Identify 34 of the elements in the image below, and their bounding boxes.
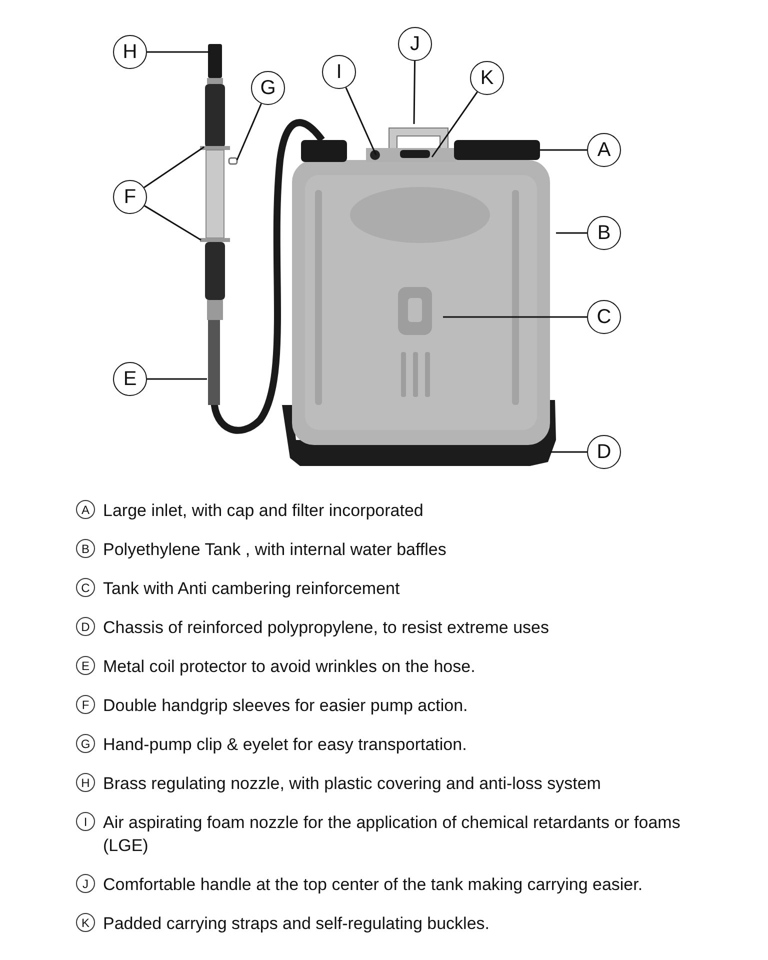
description-text: Large inlet, with cap and filter incorporated [103, 500, 424, 522]
description-text: Brass regulating nozzle, with plastic covering and anti-loss system [103, 773, 601, 795]
callout-letter: A [76, 500, 95, 519]
callout-letter: J [76, 874, 95, 893]
callout-letter: K [76, 913, 95, 932]
description-text: Padded carrying straps and self-regulating buckles. [103, 913, 490, 935]
leader-line [147, 51, 210, 53]
leader-line [431, 92, 478, 158]
leader-line [550, 451, 587, 453]
description-text: Hand-pump clip & eyelet for easy transportation. [103, 734, 467, 756]
leader-line [144, 205, 202, 241]
description-text: Tank with Anti cambering reinforcement [103, 578, 400, 600]
callout-letter: D [76, 617, 95, 636]
callout-letter: H [76, 773, 95, 792]
leader-line [556, 232, 587, 234]
leader-line [236, 103, 262, 160]
leader-line [345, 87, 377, 156]
callout-letter: I [76, 812, 95, 831]
description-text: Air aspirating foam nozzle for the application of chemical retardants or foams (LGE) [103, 812, 682, 857]
description-text: Polyethylene Tank , with internal water baffles [103, 539, 446, 561]
leader-line [540, 149, 587, 151]
description-text: Comfortable handle at the top center of the tank making carrying easier. [103, 874, 643, 896]
description-text: Double handgrip sleeves for easier pump action. [103, 695, 468, 717]
description-text: Chassis of reinforced polypropylene, to resist extreme uses [103, 617, 549, 639]
callout-letter: C [76, 578, 95, 597]
leader-line [144, 146, 204, 188]
callout-letter: E [76, 656, 95, 675]
callout-letter: G [76, 734, 95, 753]
leader-line [443, 316, 587, 318]
leader-line [413, 60, 416, 124]
callout-letter: F [76, 695, 95, 714]
callout-letter: B [76, 539, 95, 558]
leader-line [147, 378, 207, 380]
description-text: Metal coil protector to avoid wrinkles on the hose. [103, 656, 476, 678]
